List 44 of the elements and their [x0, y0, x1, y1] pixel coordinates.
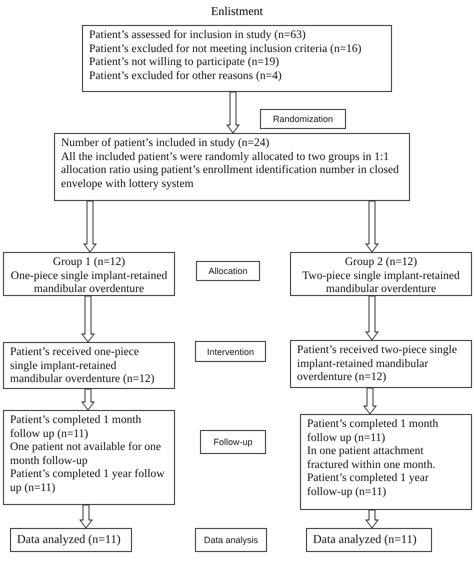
box-text: Group 1 (n=12): [52, 256, 126, 270]
box-text: Patient’s assessed for inclusion in study (n=63): [89, 29, 307, 42]
box-text: One-piece single implant-retained mandibular overdenture: [10, 270, 168, 296]
block-arrow: [81, 388, 95, 411]
stage-label-box: Intervention: [195, 341, 266, 362]
process-box: [3, 342, 175, 389]
stage-label-box: Randomization: [260, 109, 346, 129]
process-box: [290, 340, 472, 388]
box-text: Number of patient’s included in study (n=24): [61, 137, 270, 150]
box-text: Data analyzed (n=11): [313, 533, 417, 547]
box-text: Patient’s excluded for other reasons (n=4): [89, 70, 283, 83]
box-text: One patient not available for one month follow-up: [10, 441, 162, 468]
process-box: [306, 528, 432, 552]
box-text: Patient’s completed 1 year follow up (n=11): [10, 468, 166, 495]
box-text: Patient’s received two-piece single implant-retained mandibular overdenture (n=12): [297, 344, 458, 384]
block-arrow: [365, 296, 379, 341]
block-arrow: [363, 388, 377, 415]
stage-label-box: Follow-up: [200, 430, 266, 454]
process-box: [290, 252, 472, 296]
box-text: Patient’s received one-piece single implant-retained mandibular overdenture (n=12): [10, 346, 156, 386]
process-box: [3, 252, 175, 296]
box-text: Data analyzed (n=11): [17, 533, 121, 547]
box-text: Patient’s excluded for not meeting inclusion criteria (n=16): [89, 42, 363, 56]
stage-label-box: Data analysis: [195, 528, 267, 552]
block-arrow: [365, 510, 379, 529]
block-arrow: [79, 504, 93, 529]
process-box: [3, 410, 175, 505]
block-arrow: [365, 200, 379, 253]
box-text: Two-piece single implant-retained mandibular overdenture: [301, 270, 461, 296]
box-text: In one patient attachment fractured within one month.: [307, 445, 436, 472]
process-box: [10, 528, 132, 552]
heading: Enlistment: [210, 4, 264, 19]
box-text: Patient’s completed 1 month follow up (n=11): [307, 418, 440, 445]
box-text: Patient’s not willing to participate (n=19): [89, 56, 280, 70]
box-text: Group 2 (n=12): [344, 256, 418, 270]
block-arrow: [83, 200, 97, 253]
stage-label-box: Allocation: [196, 261, 260, 281]
process-box: [54, 133, 410, 201]
box-text: Patient’s completed 1 year follow-up (n=11): [307, 472, 430, 499]
process-box: [300, 414, 472, 510]
box-text: All the included patient’s were randomly allocated to two groups in 1:1 allocation ratio using patient’s enrollment identification number in closed envelope with lottery system: [61, 150, 400, 191]
block-arrow: [226, 92, 240, 134]
box-text: Patient’s completed 1 month follow up (n=11): [10, 414, 142, 441]
block-arrow: [81, 296, 95, 343]
